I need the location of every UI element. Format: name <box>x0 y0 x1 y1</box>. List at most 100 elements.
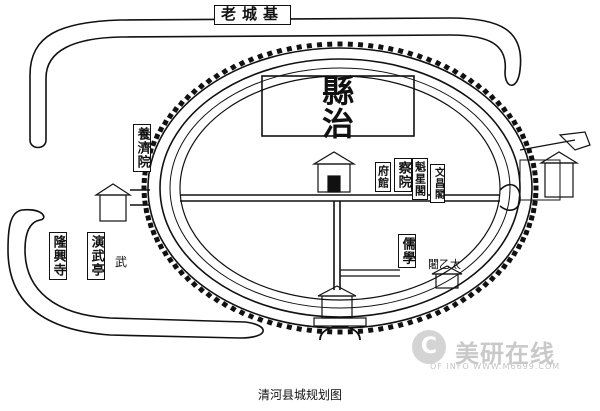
crenel <box>416 316 424 323</box>
crenel <box>213 72 221 80</box>
crenel <box>153 133 161 140</box>
crenel <box>213 296 221 304</box>
central-tower <box>311 151 357 193</box>
crenel <box>526 222 533 229</box>
crenel <box>229 63 237 71</box>
crenel <box>197 286 205 294</box>
crenel <box>347 329 353 335</box>
crenel <box>397 47 404 55</box>
crenel <box>166 256 174 264</box>
crenel <box>488 93 496 101</box>
crenel <box>247 312 255 320</box>
crenel <box>266 50 274 57</box>
crenel <box>526 147 533 154</box>
crenel <box>177 99 185 107</box>
city-wall-outer <box>147 47 533 329</box>
crenel <box>190 88 198 96</box>
crenel <box>197 82 205 90</box>
crenel <box>475 82 483 90</box>
crenel <box>286 45 293 52</box>
yihuan-building <box>431 265 463 289</box>
crenel <box>142 200 148 206</box>
city-moat <box>169 67 511 309</box>
crenel <box>434 309 442 317</box>
map-caption: 清河县城规划图 <box>257 388 342 402</box>
west-gate-tower <box>93 183 133 222</box>
crenel <box>532 170 538 176</box>
crenel <box>177 269 185 277</box>
crenel <box>530 162 537 169</box>
crenel <box>337 329 343 335</box>
crenel <box>377 44 384 51</box>
crenel <box>434 59 442 67</box>
crenel <box>533 192 539 199</box>
crenel <box>519 236 527 243</box>
crenel <box>467 291 475 299</box>
crenel <box>511 250 518 257</box>
crenel <box>157 126 165 133</box>
crenel <box>406 50 414 57</box>
crenel <box>523 140 530 147</box>
old-city-label: 老城基 <box>214 5 292 25</box>
crenel <box>145 214 152 221</box>
crenel <box>327 41 333 47</box>
longxing-si-label: 隆興寺 <box>49 232 67 280</box>
crenel <box>150 140 157 147</box>
north-gate-bridge <box>519 159 561 201</box>
crenel <box>425 56 433 64</box>
crenel <box>451 301 459 308</box>
crenel <box>488 275 496 283</box>
crenel <box>256 53 264 60</box>
wu-label: 武 <box>115 255 128 269</box>
watermark-logo: C <box>412 330 446 364</box>
fu-guan-label: 府館 <box>375 162 391 192</box>
county-gov-label: 縣治 <box>317 74 355 140</box>
crenel <box>425 312 433 320</box>
crenel <box>172 262 180 270</box>
crenel <box>367 327 374 334</box>
crenel <box>523 229 530 236</box>
crenel <box>377 325 384 332</box>
crenel <box>500 106 508 114</box>
south-gate-tower <box>317 285 357 319</box>
crenel <box>141 177 147 184</box>
crenel <box>256 316 264 323</box>
crenel <box>286 324 293 331</box>
yanwu-ting-label: 演武亭 <box>87 232 105 280</box>
crenel <box>147 222 154 229</box>
crenel <box>387 324 394 331</box>
crenel <box>443 305 451 313</box>
crenel <box>266 319 274 326</box>
south-gate-arch <box>319 325 361 341</box>
crenel <box>528 214 535 221</box>
crenel <box>316 328 323 334</box>
crenel <box>530 207 537 214</box>
crenel <box>506 112 514 120</box>
old-city-wall-lower <box>7 209 264 339</box>
crenel <box>296 44 303 51</box>
crenel <box>327 329 333 335</box>
crenel <box>316 42 323 48</box>
crenel <box>229 305 237 313</box>
crenel <box>443 63 451 71</box>
crenel <box>397 321 404 329</box>
crenel <box>238 309 246 317</box>
crenel <box>166 112 174 120</box>
old-city-wall-upper <box>29 17 522 149</box>
crenel <box>141 192 147 199</box>
yangji-yuan-label: 養濟院 <box>133 124 151 172</box>
crenel <box>247 56 255 64</box>
crenel <box>162 119 169 126</box>
crenel <box>296 325 303 332</box>
crenel <box>533 185 539 191</box>
crenel <box>184 93 192 101</box>
crenel <box>153 236 161 243</box>
yihuan-label: 闍乙太 <box>428 258 461 271</box>
crenel <box>495 269 503 277</box>
crenel <box>515 126 523 133</box>
crenel <box>482 88 490 96</box>
crenel <box>306 327 313 334</box>
crenel <box>387 45 394 52</box>
